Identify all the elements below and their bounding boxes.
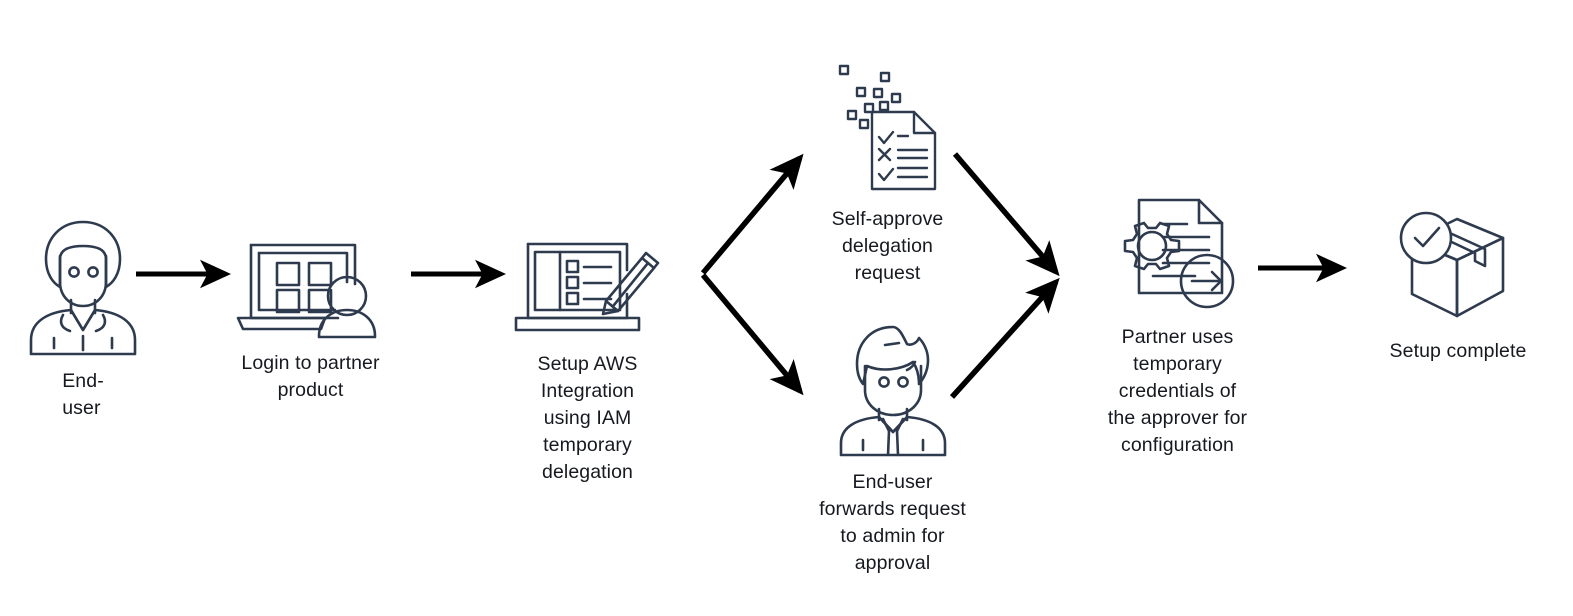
node-setup-complete: Setup complete <box>1378 208 1538 365</box>
arrow-setup-aws-to-forward-admin <box>700 273 804 396</box>
node-label-end-user: End- user <box>62 370 104 419</box>
arrow-setup-aws-to-self-approve <box>700 153 804 275</box>
admin-person-icon <box>837 324 949 459</box>
document-gear-arrow-icon <box>1113 192 1243 314</box>
person-avatar-icon <box>27 218 139 358</box>
node-self-approve-delegation-request: Self-approve delegation request <box>800 58 975 287</box>
node-label-end-user-forwards-request: End-user forwards request to admin for a… <box>819 471 966 574</box>
node-label-partner-uses-temporary-credentials: Partner uses temporary credentials of th… <box>1107 326 1248 456</box>
node-label-self-approve-delegation-request: Self-approve delegation request <box>831 208 944 284</box>
package-check-icon <box>1395 208 1521 328</box>
document-approval-checklist-icon <box>824 58 952 196</box>
node-label-login-to-partner-product: Login to partner product <box>241 352 380 401</box>
node-login-to-partner-product: Login to partner product <box>228 240 393 404</box>
node-setup-aws-integration: Setup AWS Integration using IAM temporar… <box>505 236 670 486</box>
node-label-setup-complete: Setup complete <box>1389 340 1527 362</box>
laptop-checklist-pencil-icon <box>510 236 665 341</box>
node-end-user: End- user <box>18 218 148 422</box>
node-end-user-forwards-request: End-user forwards request to admin for a… <box>800 324 985 577</box>
laptop-dashboard-user-icon <box>235 240 387 340</box>
node-partner-uses-temporary-credentials: Partner uses temporary credentials of th… <box>1090 192 1265 459</box>
node-label-setup-aws-integration: Setup AWS Integration using IAM temporar… <box>537 353 638 483</box>
